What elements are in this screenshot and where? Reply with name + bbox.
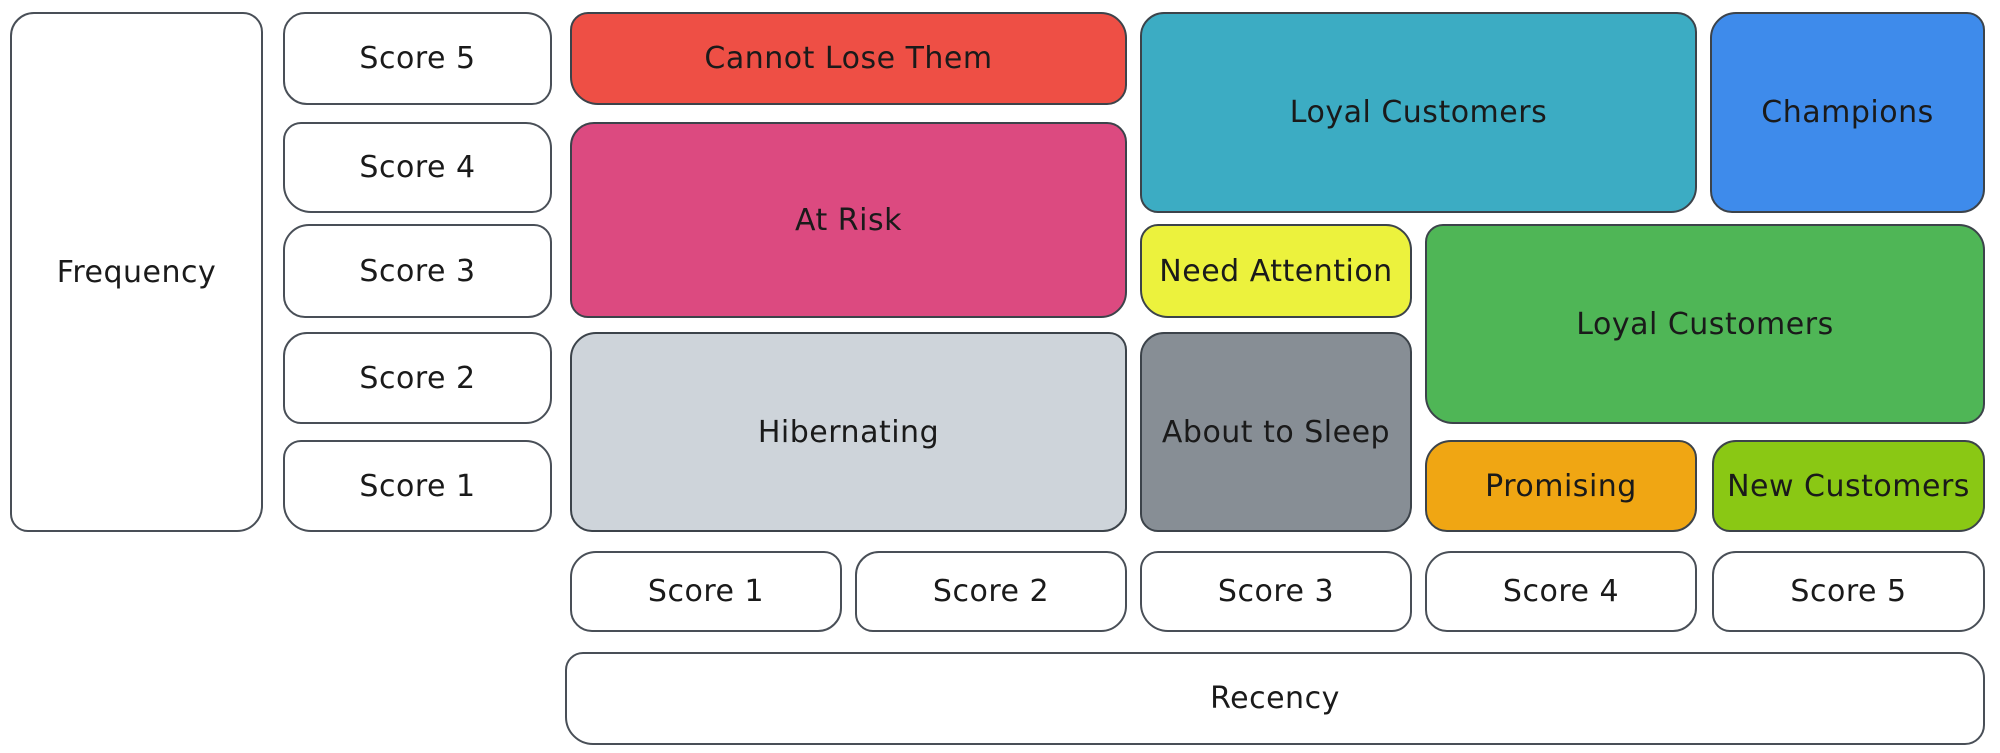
segment-cannot-lose-them: Cannot Lose Them: [570, 12, 1127, 105]
segment-label: New Customers: [1727, 468, 1970, 504]
segment-need-attention: Need Attention: [1140, 224, 1412, 318]
segment-champions: Champions: [1710, 12, 1985, 213]
recency-score-4-box: Score 4: [1425, 551, 1697, 632]
segment-new-customers: New Customers: [1712, 440, 1985, 532]
recency-score-label: Score 1: [647, 574, 765, 609]
recency-score-label: Score 3: [1217, 574, 1335, 609]
segment-promising: Promising: [1425, 440, 1697, 532]
recency-axis-label: Recency: [1210, 681, 1340, 716]
segment-loyal-customers-teal: Loyal Customers: [1140, 12, 1697, 213]
segment-label: Need Attention: [1159, 253, 1393, 289]
segment-label: Loyal Customers: [1289, 95, 1548, 130]
segment-label: Champions: [1761, 95, 1934, 130]
frequency-score-3-box: Score 3: [283, 224, 552, 318]
recency-score-3-box: Score 3: [1140, 551, 1412, 632]
segment-label: Cannot Lose Them: [704, 41, 993, 76]
segment-label: At Risk: [795, 202, 902, 238]
segment-label: Hibernating: [757, 414, 940, 450]
recency-score-2-box: Score 2: [855, 551, 1127, 632]
segment-label: Promising: [1485, 468, 1637, 504]
segment-hibernating: Hibernating: [570, 332, 1127, 532]
segment-at-risk: At Risk: [570, 122, 1127, 318]
recency-axis-box: Recency: [565, 652, 1985, 745]
recency-score-label: Score 5: [1790, 574, 1907, 609]
frequency-score-2-box: Score 2: [283, 332, 552, 424]
frequency-score-5-box: Score 5: [283, 12, 552, 105]
frequency-score-1-box: Score 1: [283, 440, 552, 532]
segment-label: Loyal Customers: [1576, 306, 1834, 342]
frequency-score-label: Score 3: [359, 253, 476, 289]
frequency-score-label: Score 2: [359, 360, 476, 396]
frequency-score-4-box: Score 4: [283, 122, 552, 213]
frequency-axis-label: Frequency: [56, 254, 217, 290]
frequency-score-label: Score 1: [359, 468, 476, 504]
frequency-score-label: Score 4: [359, 150, 476, 185]
segment-loyal-customers-green: Loyal Customers: [1425, 224, 1985, 424]
recency-score-label: Score 4: [1502, 574, 1620, 609]
recency-score-1-box: Score 1: [570, 551, 842, 632]
frequency-score-label: Score 5: [359, 41, 476, 76]
recency-score-5-box: Score 5: [1712, 551, 1985, 632]
segment-label: About to Sleep: [1161, 414, 1391, 450]
segment-about-to-sleep: About to Sleep: [1140, 332, 1412, 532]
recency-score-label: Score 2: [932, 574, 1050, 609]
frequency-axis-box: Frequency: [10, 12, 263, 532]
